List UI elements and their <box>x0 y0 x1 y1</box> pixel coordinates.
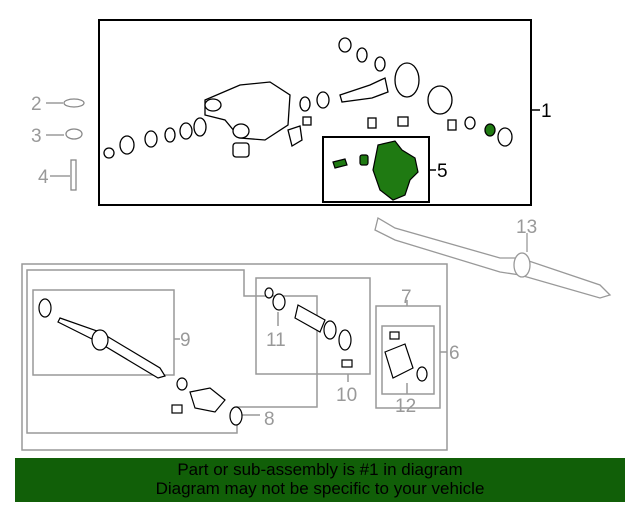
axle-shaft-group <box>21 263 448 451</box>
axle-shaft-parts <box>38 287 428 426</box>
banner-line-2: Diagram may not be specific to your vehi… <box>155 479 485 498</box>
callout-12[interactable]: 12 <box>395 396 416 417</box>
callout-11[interactable]: 11 <box>266 330 286 351</box>
callout-8[interactable]: 8 <box>264 409 275 430</box>
propeller-shaft <box>374 216 612 299</box>
disclaimer-banner: Part or sub-assembly is #1 in diagram Di… <box>15 458 625 502</box>
callout-10[interactable]: 10 <box>336 385 357 406</box>
callout-2[interactable]: 2 <box>31 94 42 115</box>
differential-carrier[interactable] <box>204 81 291 158</box>
callout-6[interactable]: 6 <box>449 343 460 364</box>
callout-13[interactable]: 13 <box>516 217 537 238</box>
callout-1[interactable]: 1 <box>541 101 552 122</box>
callout-3[interactable]: 3 <box>31 126 42 147</box>
callout-7[interactable]: 7 <box>401 287 412 308</box>
pinion-flange <box>338 37 513 147</box>
callout-9[interactable]: 9 <box>180 330 191 351</box>
differential-cover-highlighted[interactable] <box>332 140 419 201</box>
callout-4[interactable]: 4 <box>38 167 49 188</box>
callout-5[interactable]: 5 <box>437 161 448 182</box>
assembly-1-box <box>98 19 532 206</box>
washers-bolt <box>46 98 85 191</box>
bearings-left <box>103 91 330 159</box>
banner-line-1: Part or sub-assembly is #1 in diagram <box>177 460 463 479</box>
